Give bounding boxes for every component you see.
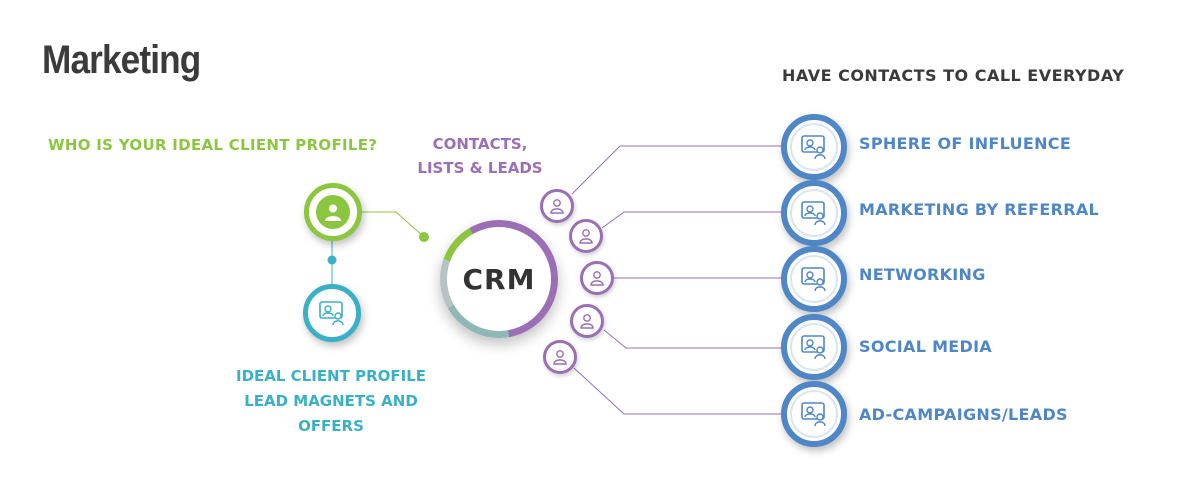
marketing-by-referral-node xyxy=(781,180,847,246)
ideal-client-question: Who is your ideal client profile? xyxy=(48,136,378,154)
user-icon xyxy=(590,271,604,286)
contacts-lists-leads-label: Contacts, Lists & Leads xyxy=(417,135,543,177)
crm-hub: CRM xyxy=(440,220,558,338)
contact-card-icon xyxy=(790,390,838,438)
right-item-label-2: Marketing by referral xyxy=(859,200,1100,219)
ideal-client-node xyxy=(304,183,362,241)
sphere-of-influence-node xyxy=(781,114,847,180)
person-icon xyxy=(316,195,350,229)
contact-card-icon xyxy=(314,295,350,331)
contact-card-icon xyxy=(790,255,838,303)
crm-label: CRM xyxy=(462,262,536,296)
networking-node xyxy=(781,246,847,312)
user-icon xyxy=(550,199,564,214)
social-media-node xyxy=(781,314,847,380)
user-icon xyxy=(553,350,567,365)
right-item-label-4: Social Media xyxy=(859,337,993,356)
icp-lead-magnets-label: Ideal Client Profile Lead Magnets and Of… xyxy=(236,367,426,435)
contact-card-icon xyxy=(790,189,838,237)
contact-node-3 xyxy=(580,261,614,295)
icp-node xyxy=(303,284,361,342)
contact-node-5 xyxy=(543,340,577,374)
contact-card-icon xyxy=(790,123,838,171)
page-title: Marketing xyxy=(42,38,201,82)
right-item-label-3: Networking xyxy=(859,265,986,284)
ad-campaigns-node xyxy=(781,381,847,447)
header-right-label: Have contacts to call everyday xyxy=(782,66,1125,85)
right-item-label-1: Sphere of Influence xyxy=(859,134,1072,153)
contact-node-2 xyxy=(569,219,603,253)
user-icon xyxy=(580,314,594,329)
contact-node-1 xyxy=(540,189,574,223)
contact-node-4 xyxy=(570,304,604,338)
contact-card-icon xyxy=(790,323,838,371)
user-icon xyxy=(579,229,593,244)
right-item-label-5: Ad-Campaigns/Leads xyxy=(859,405,1068,424)
